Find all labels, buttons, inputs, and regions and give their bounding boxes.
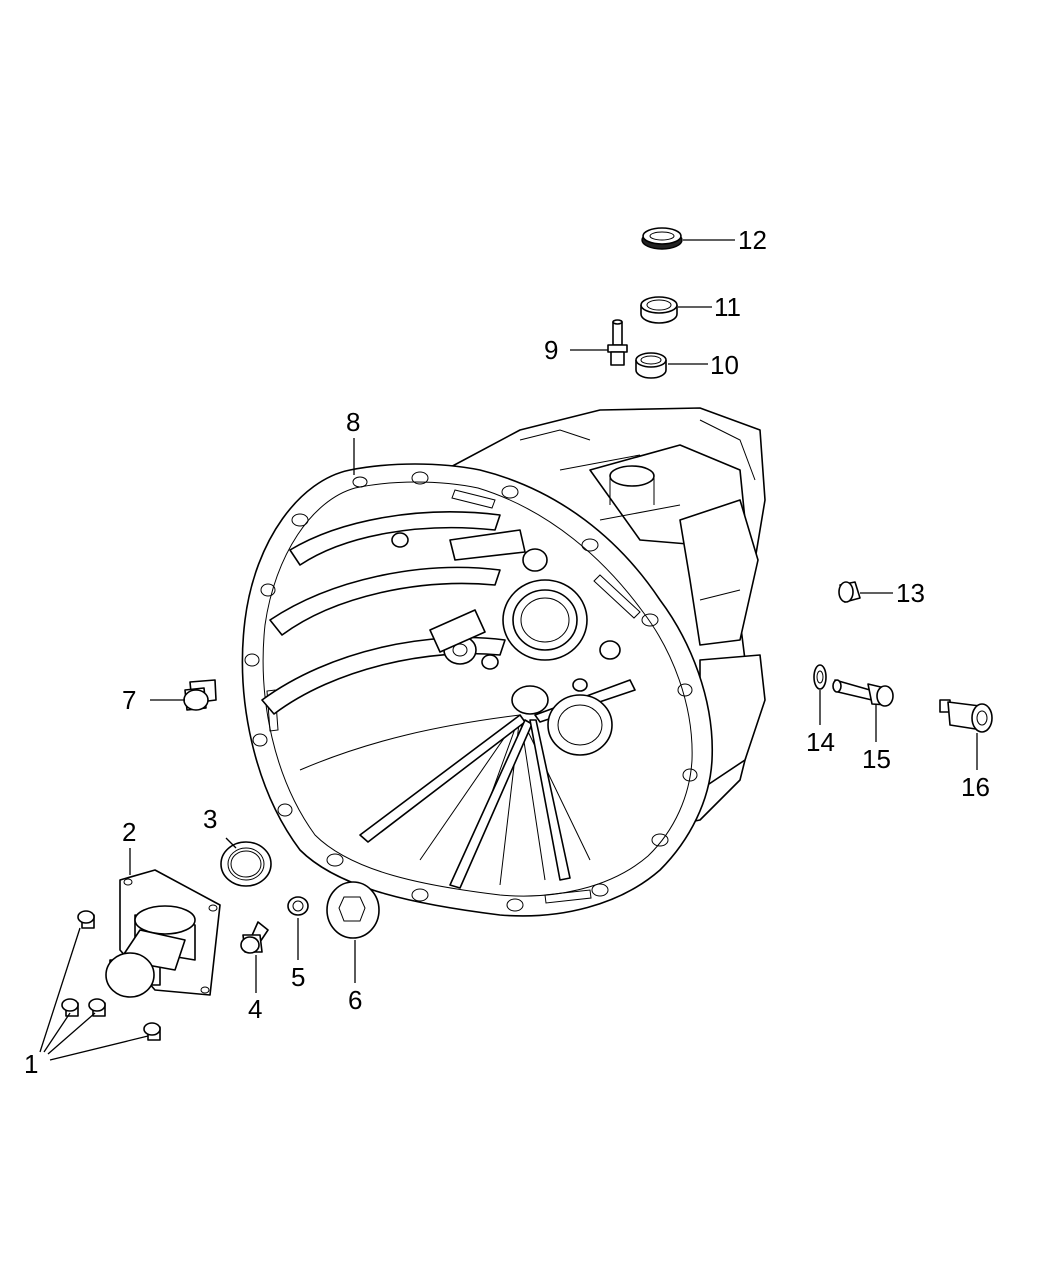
callout-1: 1: [24, 1049, 38, 1079]
callout-13: 13: [896, 578, 925, 608]
part-15-bolt: [832, 679, 894, 707]
callout-5: 5: [291, 962, 305, 992]
part-3-seal: [220, 841, 272, 887]
callout-12: 12: [738, 225, 767, 255]
part-8-clutch-housing: [241, 407, 766, 917]
part-10-bushing: [635, 352, 667, 379]
callout-3: 3: [203, 804, 217, 834]
part-5-washer: [287, 896, 309, 916]
callout-15: 15: [862, 744, 891, 774]
part-9-dowel-pin: [607, 319, 628, 366]
callout-2: 2: [122, 817, 136, 847]
part-6-plate: [326, 881, 380, 939]
input-shaft-bore: [502, 579, 588, 661]
part-2-bearing-retainer: [105, 869, 221, 998]
callout-10: 10: [710, 350, 739, 380]
callout-9: 9: [544, 335, 558, 365]
callout-labels: 1 2 3 4 5 6 7 8 9 10 11 12 13 14 15 16: [24, 225, 990, 1079]
part-12-seal: [641, 227, 683, 250]
bolt-c: [88, 998, 106, 1017]
part-13-plug: [838, 581, 861, 603]
part-1-bolts: [61, 910, 161, 1041]
callout-16: 16: [961, 772, 990, 802]
bolt-a: [77, 910, 95, 929]
callout-7: 7: [122, 685, 136, 715]
callout-11: 11: [714, 292, 741, 322]
leader-lines: [39, 239, 978, 1061]
callout-8: 8: [346, 407, 360, 437]
bolt-b: [61, 998, 79, 1017]
callout-6: 6: [348, 985, 362, 1015]
part-16-switch: [939, 699, 993, 733]
part-11-bushing: [640, 296, 678, 324]
part-14-washer: [813, 664, 827, 690]
flange-bolt-holes: [244, 471, 698, 912]
part-4-bolt: [240, 921, 269, 954]
bolt-d: [143, 1022, 161, 1041]
lower-bore: [547, 694, 613, 756]
part-7-plug: [183, 679, 217, 711]
callout-14: 14: [806, 727, 835, 757]
callout-4: 4: [248, 994, 262, 1024]
